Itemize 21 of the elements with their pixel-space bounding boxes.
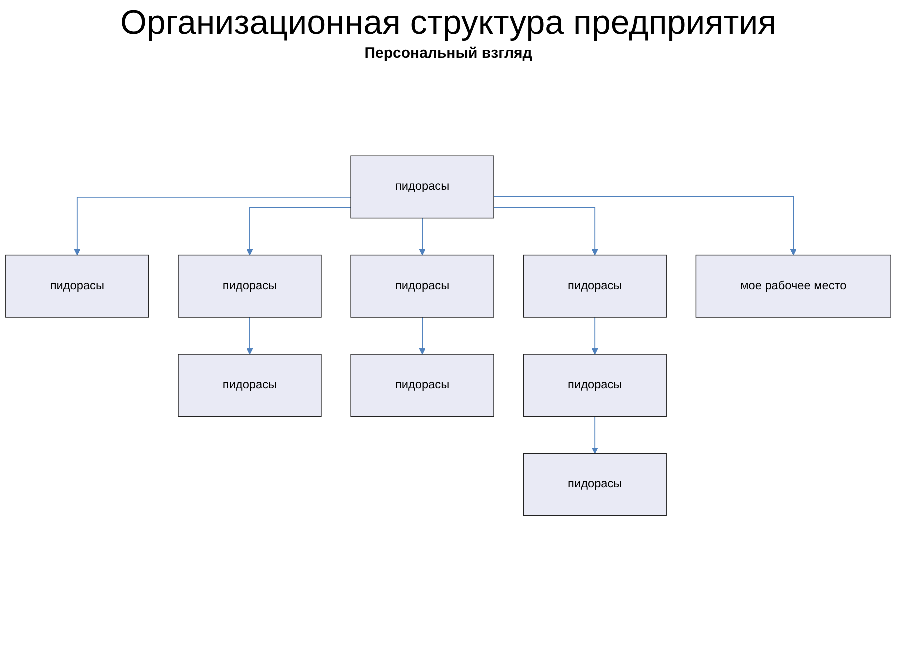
arrow [494,207,598,256]
node-box: пидорасы [523,354,667,418]
node-box: пидорасы [178,254,322,318]
node-box: мое рабочее место [696,254,892,318]
node-box: пидорасы [178,354,322,418]
node-box: пидорасы [6,254,150,318]
node-box: пидорасы [523,453,667,516]
node-box: пидорасы [350,354,494,418]
arrow [246,317,254,355]
node-box: пидорасы [523,254,667,318]
arrow [246,207,352,256]
arrow [592,317,598,355]
subtitle: Персональный взгляд [364,45,534,62]
arrow [419,218,426,256]
arrow [74,197,352,256]
node-box: пидорасы [350,254,494,318]
arrow [592,416,598,454]
arrow [419,317,426,355]
diagram-title: Организационная структура предприятия [119,4,778,43]
arrow [494,196,797,256]
node-box: пидорасы [350,156,494,219]
